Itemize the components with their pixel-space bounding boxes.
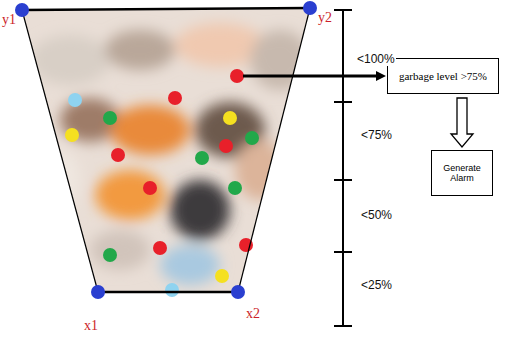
level-label: <100%: [356, 52, 396, 66]
status-box: garbage level >75%: [387, 58, 499, 94]
box-text: Generate Alarm: [437, 163, 487, 183]
corner-label: y2: [318, 10, 332, 26]
box-text: garbage level >75%: [399, 70, 487, 82]
level-scale: [334, 10, 352, 326]
flow-arrow: [451, 98, 473, 147]
level-pointer: [243, 71, 386, 81]
corner-label: x1: [84, 318, 98, 334]
level-label: <75%: [360, 128, 393, 142]
alarm-box: Generate Alarm: [431, 150, 493, 196]
garbage-fill: [0, 0, 330, 300]
corner-label: x2: [246, 306, 260, 322]
level-label: <50%: [360, 208, 393, 222]
corner-label: y1: [2, 12, 16, 28]
bin-outline: [22, 8, 310, 292]
garbage-dots: [65, 69, 259, 297]
level-label: <25%: [360, 278, 393, 292]
corner-points: [15, 1, 317, 299]
